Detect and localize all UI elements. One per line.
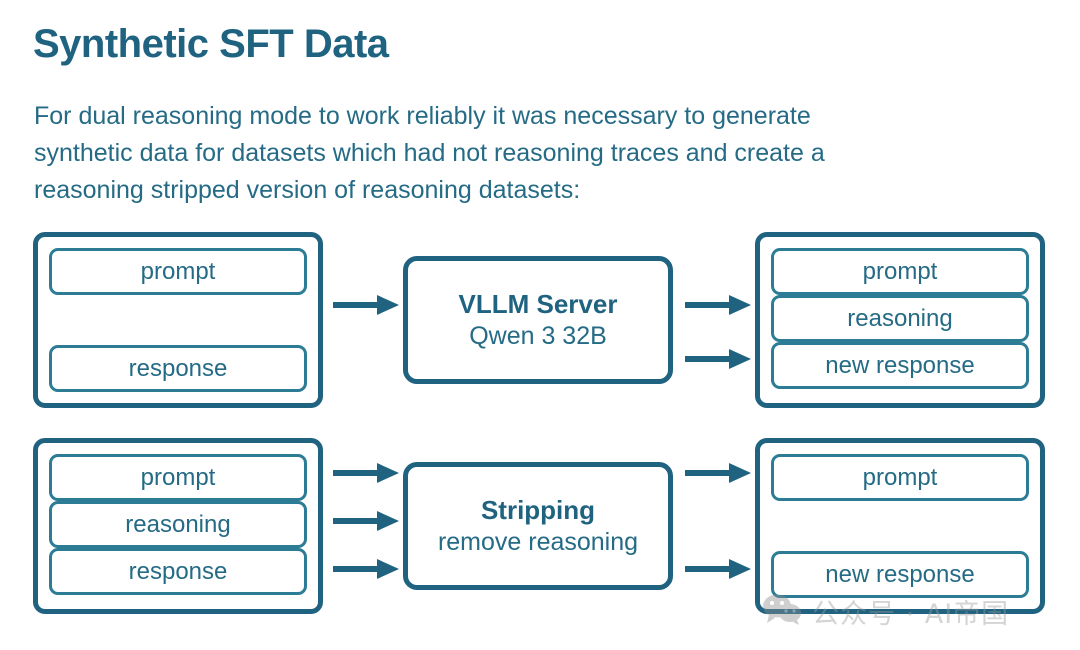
row2-output-group: prompt new response bbox=[755, 438, 1045, 614]
row2-output-chip-prompt: prompt bbox=[771, 454, 1029, 501]
description-line-3: reasoning stripped version of reasoning … bbox=[34, 176, 581, 204]
row2-processor-box: Stripping remove reasoning bbox=[403, 462, 673, 590]
row2-input-chip-response: response bbox=[49, 548, 307, 595]
row2-arrow-in-2 bbox=[333, 508, 399, 534]
row1-input-chip-response: response bbox=[49, 345, 307, 392]
row2-processor-subtitle: remove reasoning bbox=[437, 527, 639, 556]
row2-processor-title: Stripping bbox=[480, 495, 596, 526]
description-line-2: synthetic data for datasets which had no… bbox=[34, 139, 825, 167]
row1-arrow-out-2 bbox=[685, 346, 751, 372]
row2-arrow-out-1 bbox=[685, 460, 751, 486]
row1-output-group: prompt reasoning new response bbox=[755, 232, 1045, 408]
pipeline-row-1: prompt response VLLM Server Qwen 3 32B p… bbox=[0, 230, 1080, 410]
row1-processor-box: VLLM Server Qwen 3 32B bbox=[403, 256, 673, 384]
row2-arrow-in-3 bbox=[333, 556, 399, 582]
row1-processor-title: VLLM Server bbox=[458, 289, 618, 320]
page-description: For dual reasoning mode to work reliably… bbox=[34, 98, 1034, 209]
row1-output-chip-prompt: prompt bbox=[771, 248, 1029, 295]
row1-input-group: prompt response bbox=[33, 232, 323, 408]
description-line-1: For dual reasoning mode to work reliably… bbox=[34, 102, 811, 130]
row1-output-chip-new-response: new response bbox=[771, 342, 1029, 389]
row2-arrow-in-1 bbox=[333, 460, 399, 486]
pipeline-row-2: prompt reasoning response Stripping remo… bbox=[0, 438, 1080, 616]
row1-arrow-out-1 bbox=[685, 292, 751, 318]
row1-input-chip-prompt: prompt bbox=[49, 248, 307, 295]
row2-output-chip-new-response: new response bbox=[771, 551, 1029, 598]
row2-input-chip-prompt: prompt bbox=[49, 454, 307, 501]
row1-output-chip-reasoning: reasoning bbox=[771, 295, 1029, 342]
row2-arrow-out-2 bbox=[685, 556, 751, 582]
row1-processor-subtitle: Qwen 3 32B bbox=[469, 321, 607, 350]
page-title: Synthetic SFT Data bbox=[33, 22, 389, 66]
row2-input-chip-reasoning: reasoning bbox=[49, 501, 307, 548]
row1-arrow-in-1 bbox=[333, 292, 399, 318]
row2-input-group: prompt reasoning response bbox=[33, 438, 323, 614]
